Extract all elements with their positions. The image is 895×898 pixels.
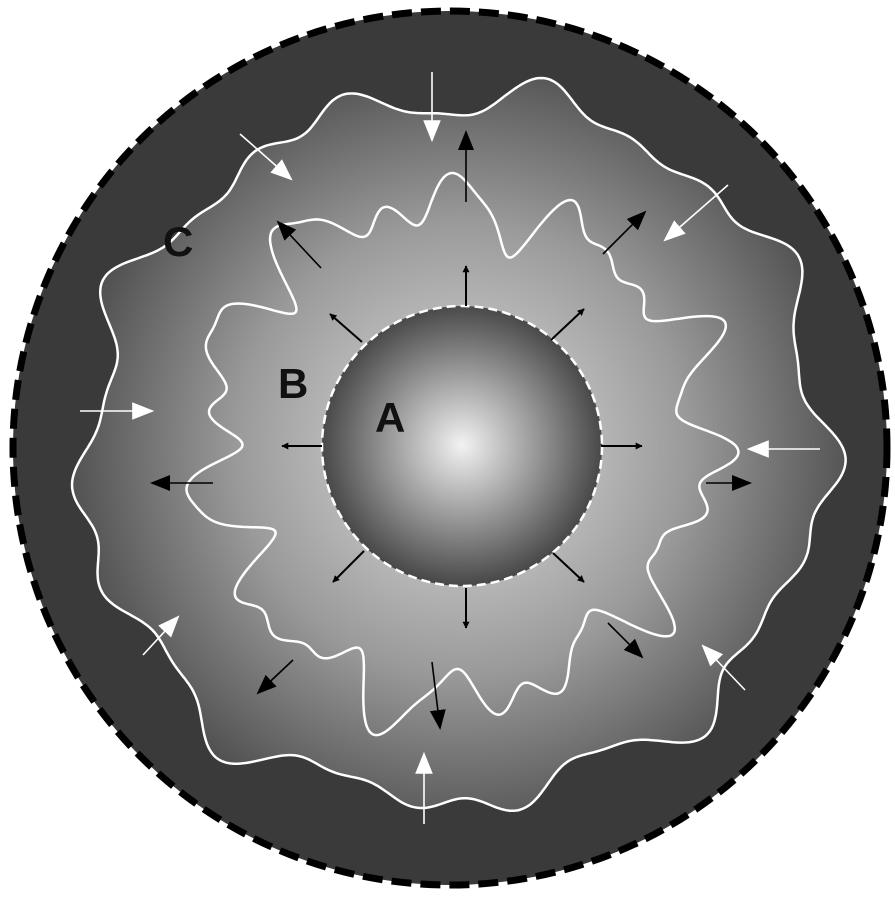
inner-sphere: [322, 306, 602, 586]
label-a: A: [375, 394, 405, 441]
label-c: C: [163, 218, 193, 265]
label-b: B: [278, 360, 308, 407]
